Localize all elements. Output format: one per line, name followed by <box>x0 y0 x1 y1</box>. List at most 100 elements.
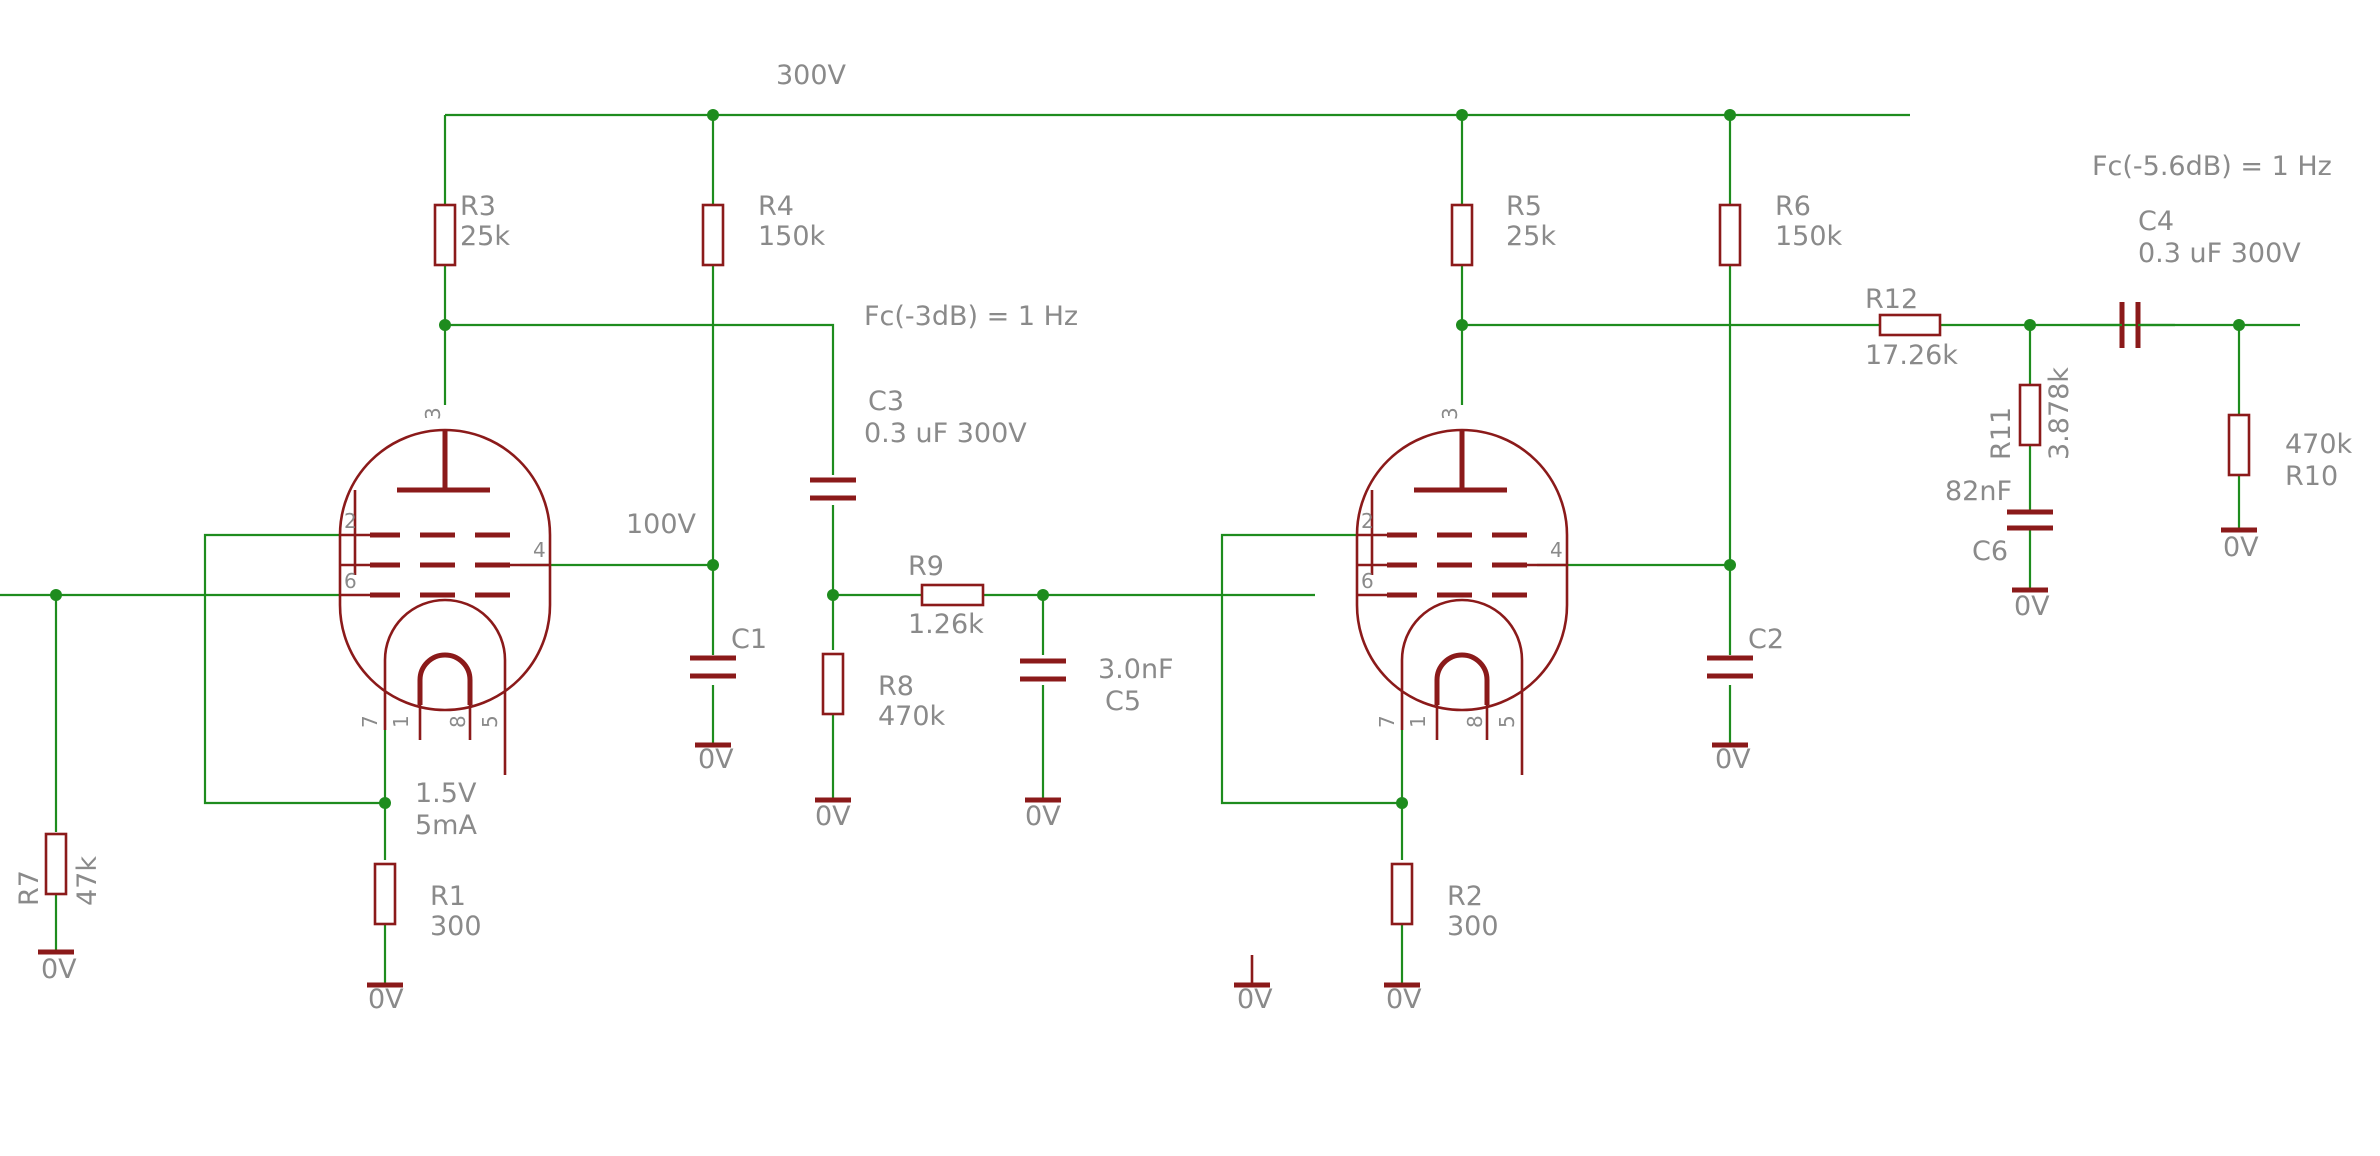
operating-voltage-label: 1.5V <box>415 778 477 809</box>
filter-1-label: Fc(-3dB) = 1 Hz <box>864 301 1078 332</box>
tube-2-pin-labels: 3 2 6 4 7 1 8 5 <box>1361 407 1563 728</box>
pin-label-h2: 8 <box>446 715 470 728</box>
r12-value: 17.26k <box>1865 340 1958 371</box>
rail-drops <box>443 115 1732 205</box>
r10-ref: R10 <box>2285 461 2338 492</box>
r3-value: 25k <box>460 221 510 252</box>
tube-plate <box>397 430 490 493</box>
pin-label-plate: 3 <box>1438 407 1462 420</box>
r1-value: 300 <box>430 911 482 942</box>
r1-ref: R1 <box>430 881 466 912</box>
labels: 300V 100V Fc(-3dB) = 1 Hz Fc(-5.6dB) = 1… <box>14 60 2353 942</box>
r7-ref: R7 <box>14 870 45 906</box>
pin-label-plate: 3 <box>421 407 445 420</box>
r9-value: 1.26k <box>908 609 984 640</box>
output-network-wire <box>2028 325 2241 590</box>
resistor-r8 <box>821 652 845 716</box>
ground-label: 0V <box>368 984 404 1015</box>
ground-label: 0V <box>698 744 734 775</box>
junction-dot <box>1037 589 1049 601</box>
pin-label-screen: 4 <box>1550 538 1563 562</box>
junction-dot <box>2233 319 2245 331</box>
pin-label-g1: 6 <box>344 569 357 593</box>
r11-ref: R11 <box>1986 407 2017 460</box>
grounds <box>38 527 2257 988</box>
resistor-r1 <box>373 862 397 926</box>
junction-dot <box>1456 109 1468 121</box>
capacitor-c2 <box>1707 655 1753 679</box>
r11-value: 3.878k <box>2044 367 2075 460</box>
stage1-plate-wire <box>443 265 835 475</box>
r10-value: 470k <box>2285 429 2353 460</box>
pin-label-h2: 8 <box>1463 715 1487 728</box>
junctions <box>50 109 2245 809</box>
filter-2-label: Fc(-5.6dB) = 1 Hz <box>2092 151 2332 182</box>
c6-ref: C6 <box>1972 536 2008 567</box>
junction-dot <box>50 589 62 601</box>
input-wire <box>0 593 340 952</box>
tube-heater-arc <box>1434 652 1490 705</box>
resistor-r11 <box>2018 383 2042 447</box>
capacitor-c6 <box>2007 509 2053 531</box>
junction-dot <box>1456 319 1468 331</box>
c5-ref: C5 <box>1105 686 1141 717</box>
r9-ref: R9 <box>908 551 944 582</box>
c4-value: 0.3 uF 300V <box>2138 238 2301 269</box>
tube-plate <box>1414 430 1507 493</box>
tube-grid-leads <box>1357 490 1567 597</box>
r8-ref: R8 <box>878 671 914 702</box>
c5-value: 3.0nF <box>1098 654 1174 685</box>
tube-cathode-heater-outline <box>383 598 507 775</box>
tube-heater-leads <box>418 705 472 740</box>
resistor-r3 <box>433 203 457 267</box>
junction-dot <box>707 559 719 571</box>
pin-label-g2: 2 <box>1361 509 1374 533</box>
r6-ref: R6 <box>1775 191 1811 222</box>
stage2-plate-wire <box>1460 265 2300 405</box>
resistor-r9 <box>920 583 985 607</box>
operating-current-label: 5mA <box>415 810 477 841</box>
c6-value: 82nF <box>1945 476 2012 507</box>
junction-dot <box>2024 319 2036 331</box>
r5-ref: R5 <box>1506 191 1542 222</box>
stage1-screen-wire <box>520 265 715 745</box>
r2-ref: R2 <box>1447 881 1483 912</box>
supply-100v-label: 100V <box>626 509 697 540</box>
pin-label-h1: 1 <box>389 715 413 728</box>
stage2-cathode-wire <box>1220 533 1404 985</box>
resistor-r7 <box>44 832 68 896</box>
resistor-r6 <box>1718 203 1742 267</box>
r8-value: 470k <box>878 701 946 732</box>
capacitor-c3 <box>810 477 856 501</box>
vacuum-tube-1 <box>338 428 552 775</box>
vacuum-tube-2 <box>1355 428 1569 775</box>
junction-dot <box>1724 559 1736 571</box>
tube-grids <box>1387 532 1527 598</box>
c1-ref: C1 <box>731 624 767 655</box>
junction-dot <box>1396 797 1408 809</box>
supply-300v-label: 300V <box>776 60 847 91</box>
ground-label: 0V <box>2223 532 2259 563</box>
ground-label: 0V <box>1237 984 1273 1015</box>
resistor-r5 <box>1450 203 1474 267</box>
junction-dot <box>707 109 719 121</box>
resistor-r4 <box>701 203 725 267</box>
r4-value: 150k <box>758 221 826 252</box>
r7-value: 47k <box>72 856 103 906</box>
r4-ref: R4 <box>758 191 794 222</box>
pin-label-g1: 6 <box>1361 569 1374 593</box>
stage2-screen-wire <box>1537 265 1732 745</box>
r2-value: 300 <box>1447 911 1499 942</box>
tube-cathode-heater-outline <box>1400 598 1524 775</box>
c3-value: 0.3 uF 300V <box>864 418 1027 449</box>
pin-label-screen: 4 <box>533 538 546 562</box>
tube-grid-leads <box>340 490 550 597</box>
pin-label-h3: 5 <box>1495 715 1519 728</box>
ground-label: 0V <box>41 954 77 985</box>
pin-label-k: 7 <box>358 715 382 728</box>
resistors <box>44 203 2251 926</box>
interstage-wire <box>831 505 1315 800</box>
tube-1-pin-labels: 3 2 6 4 7 1 8 5 <box>344 407 546 728</box>
stage1-cathode-wire <box>203 533 387 985</box>
tube-heater-arc <box>417 652 473 705</box>
